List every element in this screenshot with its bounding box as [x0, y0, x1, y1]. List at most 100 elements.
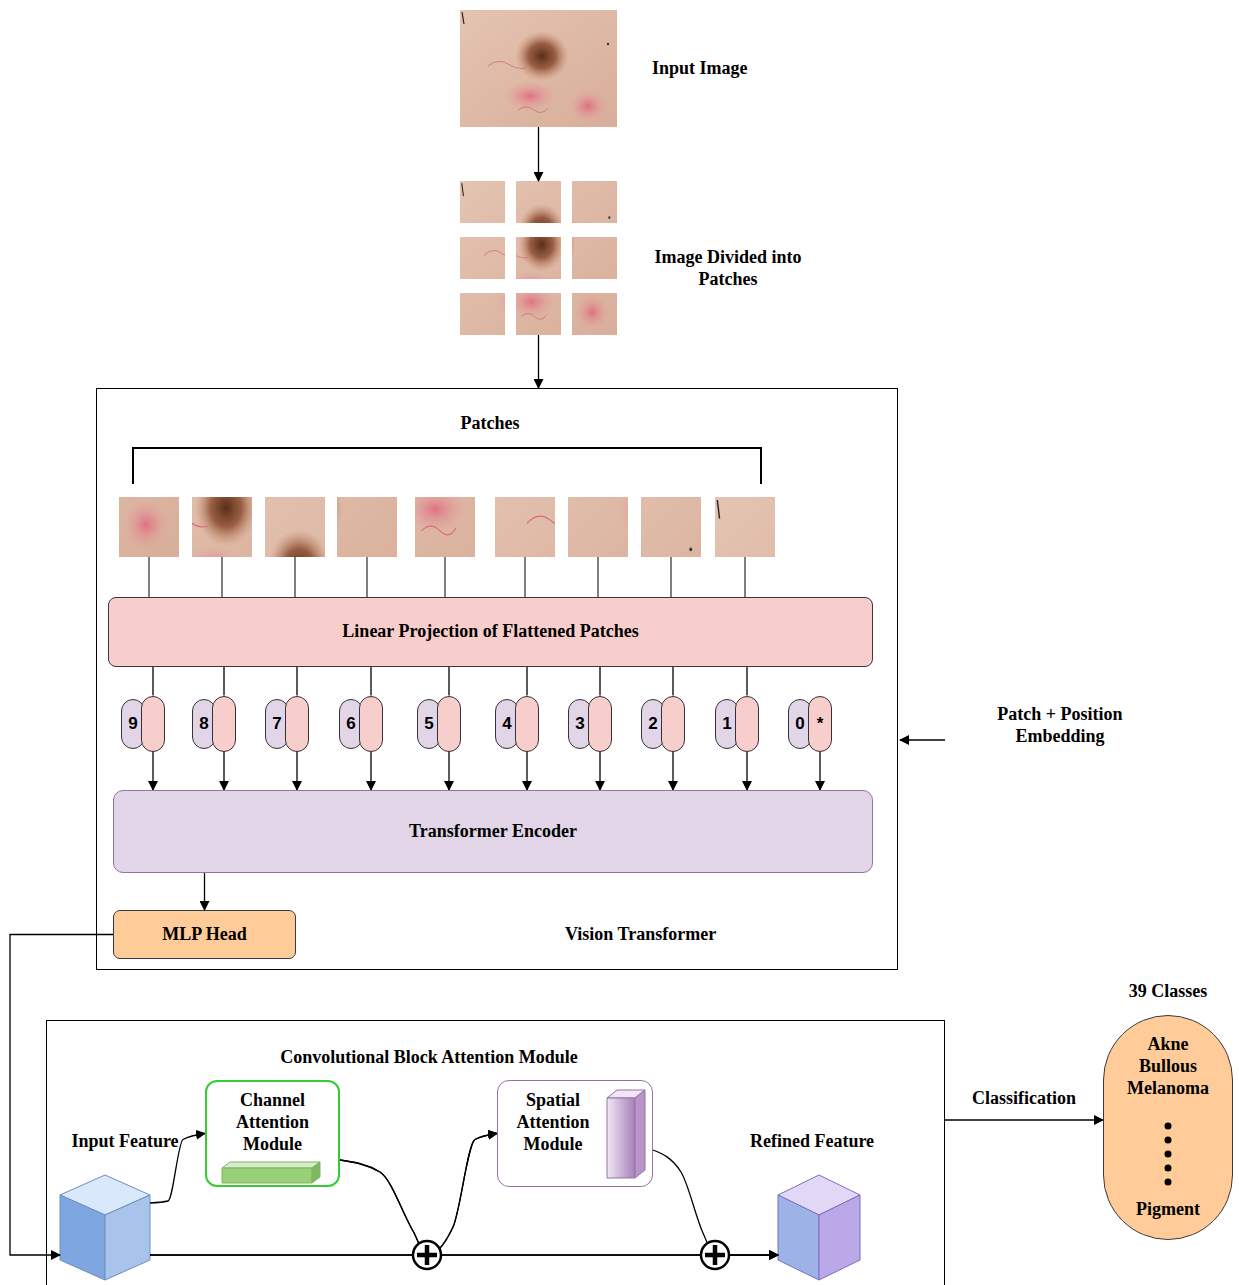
- connector-arrow: [672, 752, 673, 791]
- patch-grid: Image Divided into Patches: [460, 181, 617, 335]
- skin-image: [460, 10, 617, 127]
- node-label: Refined Feature: [737, 1131, 887, 1153]
- cube-face: [819, 1195, 860, 1280]
- text-holder: Channel Attention Module: [207, 1090, 338, 1156]
- connector-arrow: [296, 667, 297, 696]
- feed-line: [598, 557, 599, 597]
- cube-face: [60, 1195, 105, 1280]
- sum-circle: [413, 1241, 441, 1269]
- patch-thumbnail: [0, 377, 179, 557]
- connector-arrow: [526, 752, 527, 791]
- text-holder: Vision Transformer: [565, 924, 716, 946]
- feed-line: [671, 557, 672, 597]
- mlp-head: MLP Head: [113, 910, 296, 959]
- connector-arrow: [672, 667, 673, 696]
- connector-arrow: [746, 752, 747, 791]
- patch-embedding-pill: [212, 696, 236, 752]
- token-index: 7: [272, 714, 281, 734]
- label-holder: Patches: [390, 413, 590, 435]
- feed-line: [745, 557, 746, 597]
- node-label: 39 Classes: [1104, 981, 1232, 1003]
- token-embedding: 0*: [788, 695, 836, 752]
- text-holder: 39 Classes: [1104, 981, 1232, 1003]
- bar-face: [222, 1162, 320, 1168]
- token-index: *: [817, 714, 824, 734]
- patch-embedding-pill: [661, 696, 685, 752]
- text-holder: Akne Bullous Melanoma: [1104, 1034, 1232, 1100]
- bar-face: [222, 1168, 312, 1183]
- embedding-arrow: [900, 739, 945, 741]
- token-embedding: 5: [417, 695, 465, 752]
- class-list-pill: 39 ClassesAkne Bullous MelanomaPigment: [1103, 1015, 1233, 1240]
- input-feature-cube-figure: [60, 1175, 150, 1280]
- token-embedding: 4: [495, 695, 543, 752]
- patch-embedding-pill: [735, 696, 759, 752]
- token-index: 6: [346, 714, 355, 734]
- feed-line: [445, 557, 446, 597]
- channel-attention-box: Channel Attention Module: [205, 1080, 340, 1187]
- node-label: Spatial Attention Module: [504, 1090, 602, 1156]
- token-index: 8: [199, 714, 208, 734]
- connector-arrow: [150, 1134, 497, 1256]
- token-embedding: 6: [339, 695, 387, 752]
- patch-tile: [482, 209, 617, 335]
- token-index: 9: [128, 714, 137, 734]
- connector-arrow: [340, 1160, 778, 1255]
- node-label: Input Feature: [50, 1131, 200, 1153]
- node-label: Channel Attention Module: [215, 1090, 330, 1156]
- connector-arrow: [10, 935, 113, 1256]
- cube-face: [105, 1195, 150, 1280]
- patch-embedding-pill: [515, 696, 539, 752]
- slab-face: [607, 1098, 635, 1178]
- sum-symbol: [701, 1241, 729, 1269]
- token-embedding: 2: [641, 695, 689, 752]
- text-holder: Input Image: [652, 58, 748, 80]
- dot: [1165, 1179, 1172, 1186]
- sum-circle: [701, 1241, 729, 1269]
- feed-line: [367, 557, 368, 597]
- dot: [1165, 1165, 1172, 1172]
- patch-embedding-pill: [437, 696, 461, 752]
- input-feature-cube: Input Feature: [60, 1175, 150, 1280]
- token-index: 0: [795, 714, 804, 734]
- token-embedding: 1: [715, 695, 763, 752]
- cube-face: [778, 1195, 819, 1280]
- plus-sign: [705, 1245, 725, 1265]
- connector-arrow: [746, 667, 747, 696]
- feed-line: [149, 557, 150, 597]
- node-label: Image Divided into Patches: [628, 247, 828, 291]
- connector-arrow: [152, 752, 153, 791]
- feed-line: [295, 557, 296, 597]
- text-holder: MLP Head: [114, 911, 295, 958]
- ellipsis-dots: [1165, 1123, 1172, 1186]
- connector-arrow: [945, 1119, 1103, 1120]
- token-index: 2: [648, 714, 657, 734]
- patch-embedding-pill: *: [808, 696, 832, 752]
- text-holder: Image Divided into Patches: [628, 247, 828, 291]
- token-index: 1: [722, 714, 731, 734]
- node-label: Input Image: [652, 58, 748, 80]
- dot: [1165, 1151, 1172, 1158]
- dot: [1165, 1137, 1172, 1144]
- connector-arrow: [370, 752, 371, 791]
- connector-arrow: [653, 1150, 778, 1255]
- spatial-attention-slab: [607, 1090, 645, 1178]
- connector-arrow: [599, 667, 600, 696]
- connector-arrow: [223, 752, 224, 791]
- patch-embedding-pill: [285, 696, 309, 752]
- node-label: Linear Projection of Flattened Patches: [342, 621, 638, 643]
- connector-arrow: [526, 667, 527, 696]
- token-embedding: 7: [265, 695, 313, 752]
- text-holder: Pigment: [1104, 1199, 1232, 1221]
- text-holder: Refined Feature: [737, 1131, 887, 1153]
- patch-thumbnail: [217, 437, 397, 617]
- node-label: Vision Transformer: [565, 924, 716, 946]
- bar-face: [312, 1162, 320, 1183]
- label-holder: Patch + Position Embedding: [968, 704, 1152, 748]
- token-index: 3: [575, 714, 584, 734]
- connector-arrow: [296, 752, 297, 791]
- node-label: Akne Bullous Melanoma: [1127, 1034, 1209, 1100]
- token-embedding: 8: [192, 695, 240, 752]
- connector-arrow: [448, 752, 449, 791]
- node-label: Pigment: [1104, 1199, 1232, 1221]
